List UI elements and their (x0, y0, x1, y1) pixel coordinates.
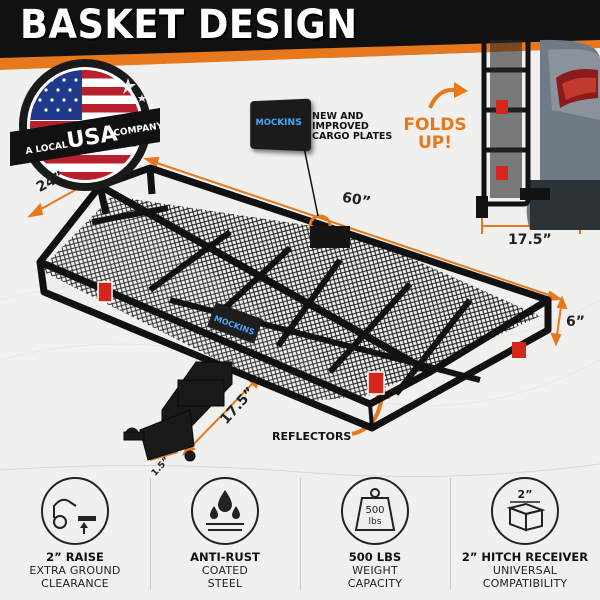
folds-up-line1: FOLDS (403, 115, 467, 135)
reflectors-label: REFLECTORS (272, 430, 352, 443)
feature-row: 2” RAISE EXTRA GROUND CLEARANCE ANTI-RUS… (0, 470, 600, 600)
hitch-receiver-icon: 2” (491, 477, 559, 545)
dimension-folded-depth: 17.5” (508, 232, 552, 248)
feature-hitch-title: 2” HITCH RECEIVER (461, 550, 589, 564)
cargo-plate-image: MOCKINS (250, 98, 312, 152)
feature-weight-sub2: CAPACITY (347, 577, 403, 590)
feature-hitch: 2” 2” HITCH RECEIVER UNIVERSAL COMPATIBI… (450, 470, 600, 600)
usa-company-badge: A LOCAL USA COMPANY (10, 59, 160, 191)
truck-raise-icon (41, 477, 109, 545)
feature-divider (150, 478, 151, 590)
feature-raise-sub2: CLEARANCE (41, 577, 109, 590)
cargo-plate-note: NEW AND IMPROVED CARGO PLATES (312, 111, 393, 142)
feature-anti-rust-sub2: STEEL (207, 577, 243, 590)
page-title: BASKET DESIGN (20, 2, 358, 48)
plate-logo-text: MOCKINS (255, 117, 302, 129)
feature-hitch-sub2: COMPATIBILITY (482, 577, 568, 590)
feature-anti-rust: ANTI-RUST COATED STEEL (150, 470, 300, 600)
folds-up-callout: FOLDS UP! (400, 116, 470, 152)
orange-accent-stripe (0, 40, 600, 80)
feature-raise: 2” RAISE EXTRA GROUND CLEARANCE (0, 470, 150, 600)
feature-weight: 500 lbs 500 LBS WEIGHT CAPACITY (300, 470, 450, 600)
feature-hitch-sub1: UNIVERSAL (492, 564, 558, 577)
feature-anti-rust-sub1: COATED (201, 564, 249, 577)
feature-raise-sub1: EXTRA GROUND (29, 564, 121, 577)
feature-divider (300, 478, 301, 590)
feature-anti-rust-title: ANTI-RUST (190, 550, 260, 564)
feature-weight-title: 500 LBS (348, 550, 402, 564)
water-drops-icon (191, 477, 259, 545)
weight-icon: 500 lbs (341, 477, 409, 545)
dimension-height: 6” (566, 314, 585, 330)
feature-raise-title: 2” RAISE (46, 550, 104, 564)
feature-weight-sub1: WEIGHT (352, 564, 398, 577)
hitch-icon-size: 2” (518, 488, 533, 501)
feature-divider (450, 478, 451, 590)
folds-up-line2: UP! (417, 133, 453, 153)
weight-icon-unit: lbs (369, 517, 382, 527)
weight-icon-number: 500 (365, 505, 384, 516)
